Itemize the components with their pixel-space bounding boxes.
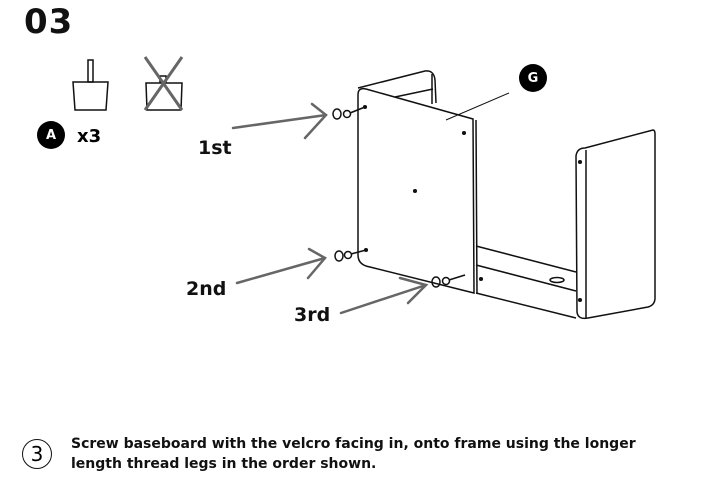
instruction-line-1: Screw baseboard with the velcro facing i… <box>71 436 636 452</box>
part-g-leader-line <box>445 92 510 121</box>
instruction-number: 3 <box>22 439 52 469</box>
arrow-2nd <box>235 247 327 285</box>
screw-3 <box>431 274 466 288</box>
part-quantity: x3 <box>77 126 102 147</box>
correct-leg-icon <box>72 59 109 111</box>
baseboard-g <box>357 87 478 295</box>
order-label-2nd: 2nd <box>186 278 227 300</box>
bottom-rail <box>475 245 577 319</box>
instruction-text: Screw baseboard with the velcro facing i… <box>71 434 671 474</box>
frame-back-panel <box>357 70 437 104</box>
step-number: 03 <box>24 2 74 42</box>
order-label-1st: 1st <box>198 137 232 159</box>
order-label-3rd: 3rd <box>294 304 331 326</box>
part-a-badge: A <box>37 121 65 149</box>
incorrect-leg-icon <box>143 56 184 111</box>
arrow-3rd <box>339 276 429 315</box>
screw-1 <box>332 106 366 120</box>
frame-right-panel <box>575 129 656 320</box>
instruction-line-2: length thread legs in the order shown. <box>71 456 377 472</box>
part-g-badge: G <box>519 64 547 92</box>
arrow-1st <box>231 102 328 140</box>
screw-2 <box>334 249 367 262</box>
